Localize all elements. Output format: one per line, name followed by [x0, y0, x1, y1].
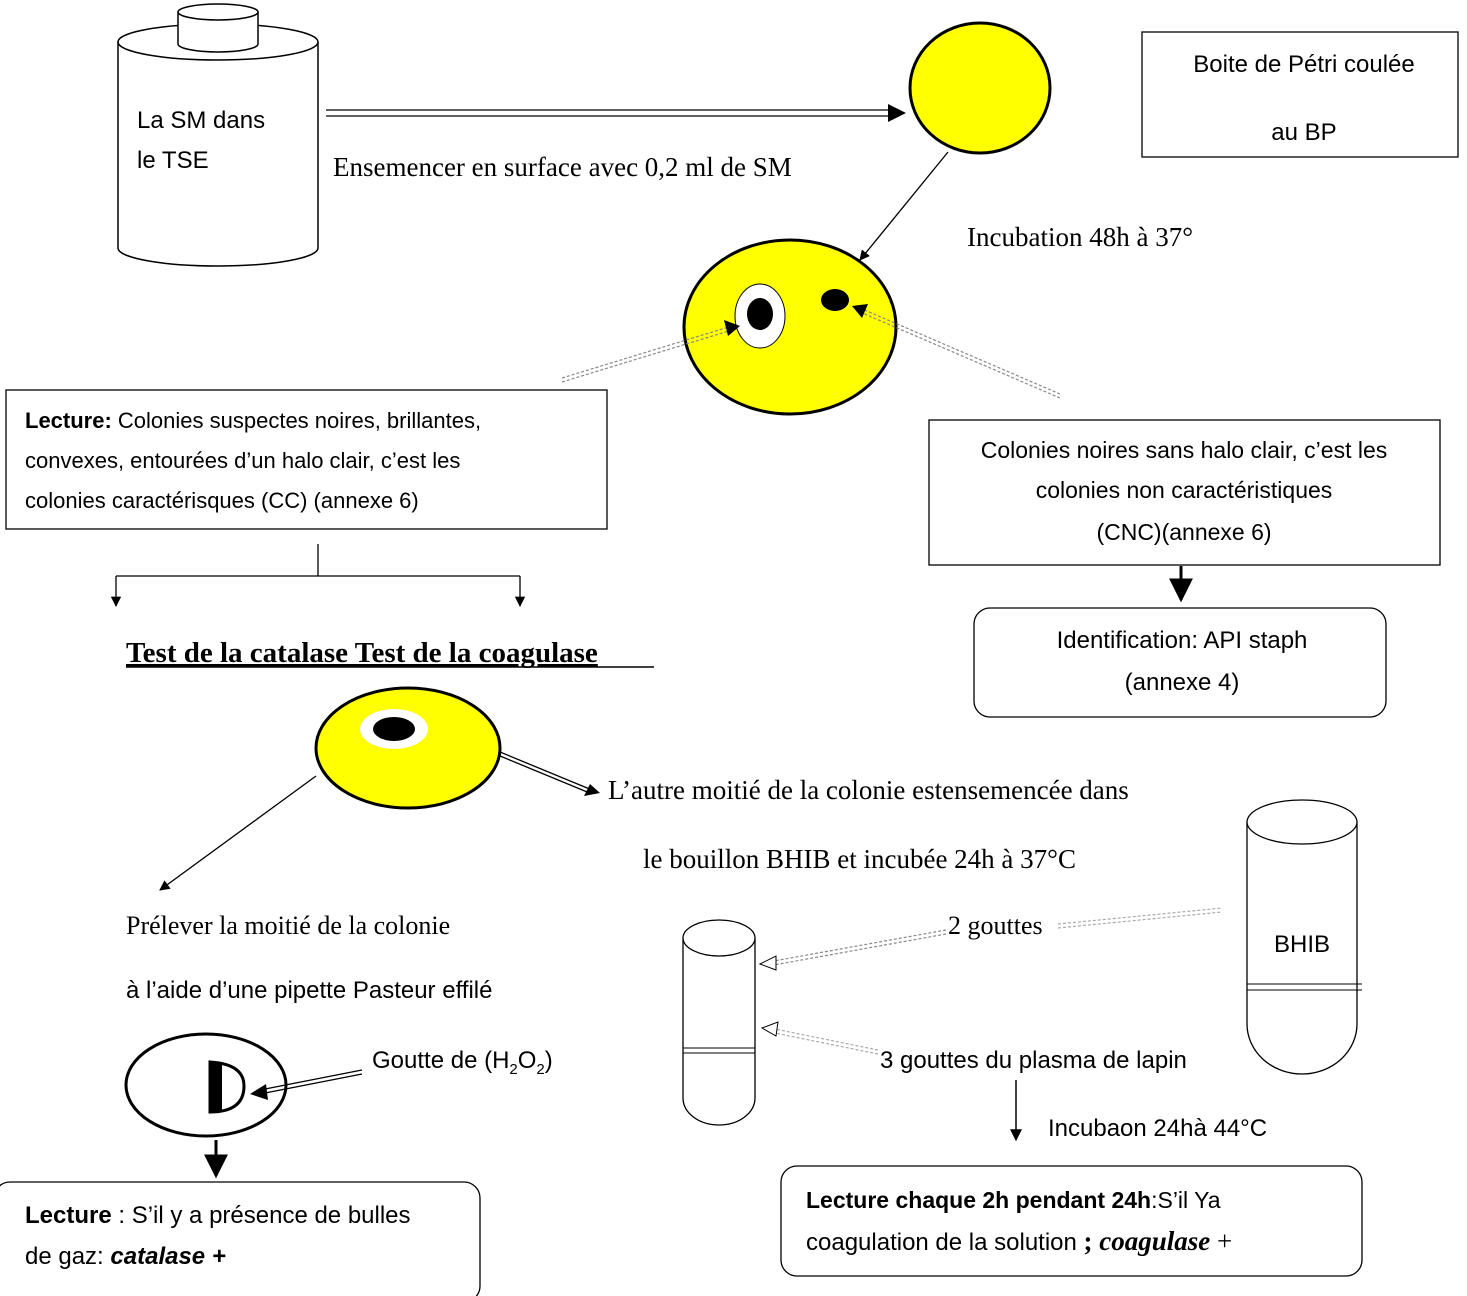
dashed-arrow-cnc	[852, 304, 1061, 399]
characteristic-colony	[747, 298, 773, 330]
dashed-arrow-3-gouttes	[760, 1021, 879, 1055]
bhib-label: BHIB	[1274, 931, 1330, 958]
sm-tse-jar	[117, 3, 319, 267]
lecture-catalase-line-1: Lecture : S’il y a présence de bulles	[25, 1202, 411, 1229]
petri-desc-line-2: au BP	[1271, 119, 1336, 146]
cnc-box	[928, 419, 1441, 566]
prelever-line-1: Prélever la moitié de la colonie	[126, 911, 450, 940]
cnc-line-3: (CNC)(annexe 6)	[1096, 519, 1271, 545]
api-line-1: Identification: API staph	[1057, 627, 1308, 654]
incubated-petri	[682, 238, 898, 416]
api-line-2: (annexe 4)	[1125, 669, 1240, 696]
arrow-to-incubated-petri	[859, 151, 949, 261]
incubation-48h-label: Incubation 48h à 37°	[967, 222, 1193, 252]
lecture-catalase-line-2: de gaz: catalase +	[25, 1243, 226, 1270]
bhib-tube	[1246, 799, 1362, 1075]
incubation-44-label: Incubaon 24hà 44°C	[1048, 1115, 1267, 1142]
catalase-slide	[124, 1032, 288, 1138]
lecture-cc-line-2: convexes, entourées d’un halo clair, c’e…	[25, 448, 460, 473]
autre-moitie-line-1: L’autre moitié de la colonie estensemenc…	[608, 775, 1129, 805]
lecture-catalase-box	[0, 1181, 481, 1296]
lecture-coagulase-line-2: coagulation de la solution ; coagulase +	[806, 1226, 1232, 1256]
arrow-to-prelever	[159, 775, 317, 891]
sm-tse-label-2: le TSE	[137, 147, 209, 174]
arrow-to-petri	[326, 104, 906, 122]
petri-description-box	[1141, 31, 1459, 158]
lecture-coagulase-box	[780, 1165, 1363, 1277]
lecture-cc-box	[5, 389, 608, 530]
split-arrows	[110, 544, 526, 608]
deux-gouttes-label: 2 gouttes	[948, 911, 1043, 940]
arrow-to-bhib-step	[499, 751, 600, 796]
lecture-cc-line-1: Lecture: Colonies suspectes noires, bril…	[25, 408, 481, 433]
api-staph-box	[973, 607, 1387, 718]
selected-colony-petri	[314, 686, 502, 810]
trois-gouttes-label: 3 gouttes du plasma de lapin	[880, 1047, 1187, 1074]
cnc-line-2: colonies non caractéristiques	[1036, 477, 1333, 503]
dashed-arrow-2-gouttes	[758, 907, 1223, 971]
lecture-cc-line-3: colonies caractérisques (CC) (annexe 6)	[25, 488, 419, 513]
prelever-line-2: à l’aide d’une pipette Pasteur effilé	[126, 977, 492, 1004]
sm-tse-label-1: La SM dans	[137, 107, 265, 134]
coagulase-tube	[682, 919, 756, 1126]
tests-title: Test de la catalase Test de la coagulase	[126, 637, 598, 669]
non-characteristic-colony	[821, 289, 849, 311]
ensemencer-label: Ensemencer en surface avec 0,2 ml de SM	[333, 152, 792, 182]
lecture-coagulase-line-1: Lecture chaque 2h pendant 24h:S’il Ya	[806, 1187, 1221, 1213]
goutte-h2o2-label: Goutte de (H2O2)	[372, 1047, 553, 1078]
petri-dish-bp	[908, 21, 1052, 155]
arrow-h2o2	[250, 1069, 363, 1100]
autre-moitie-line-2: le bouillon BHIB et incubée 24h à 37°C	[643, 844, 1076, 874]
petri-desc-line-1: Boite de Pétri coulée	[1193, 51, 1414, 78]
dashed-arrow-cc	[561, 320, 740, 383]
cnc-line-1: Colonies noires sans halo clair, c’est l…	[981, 437, 1388, 463]
